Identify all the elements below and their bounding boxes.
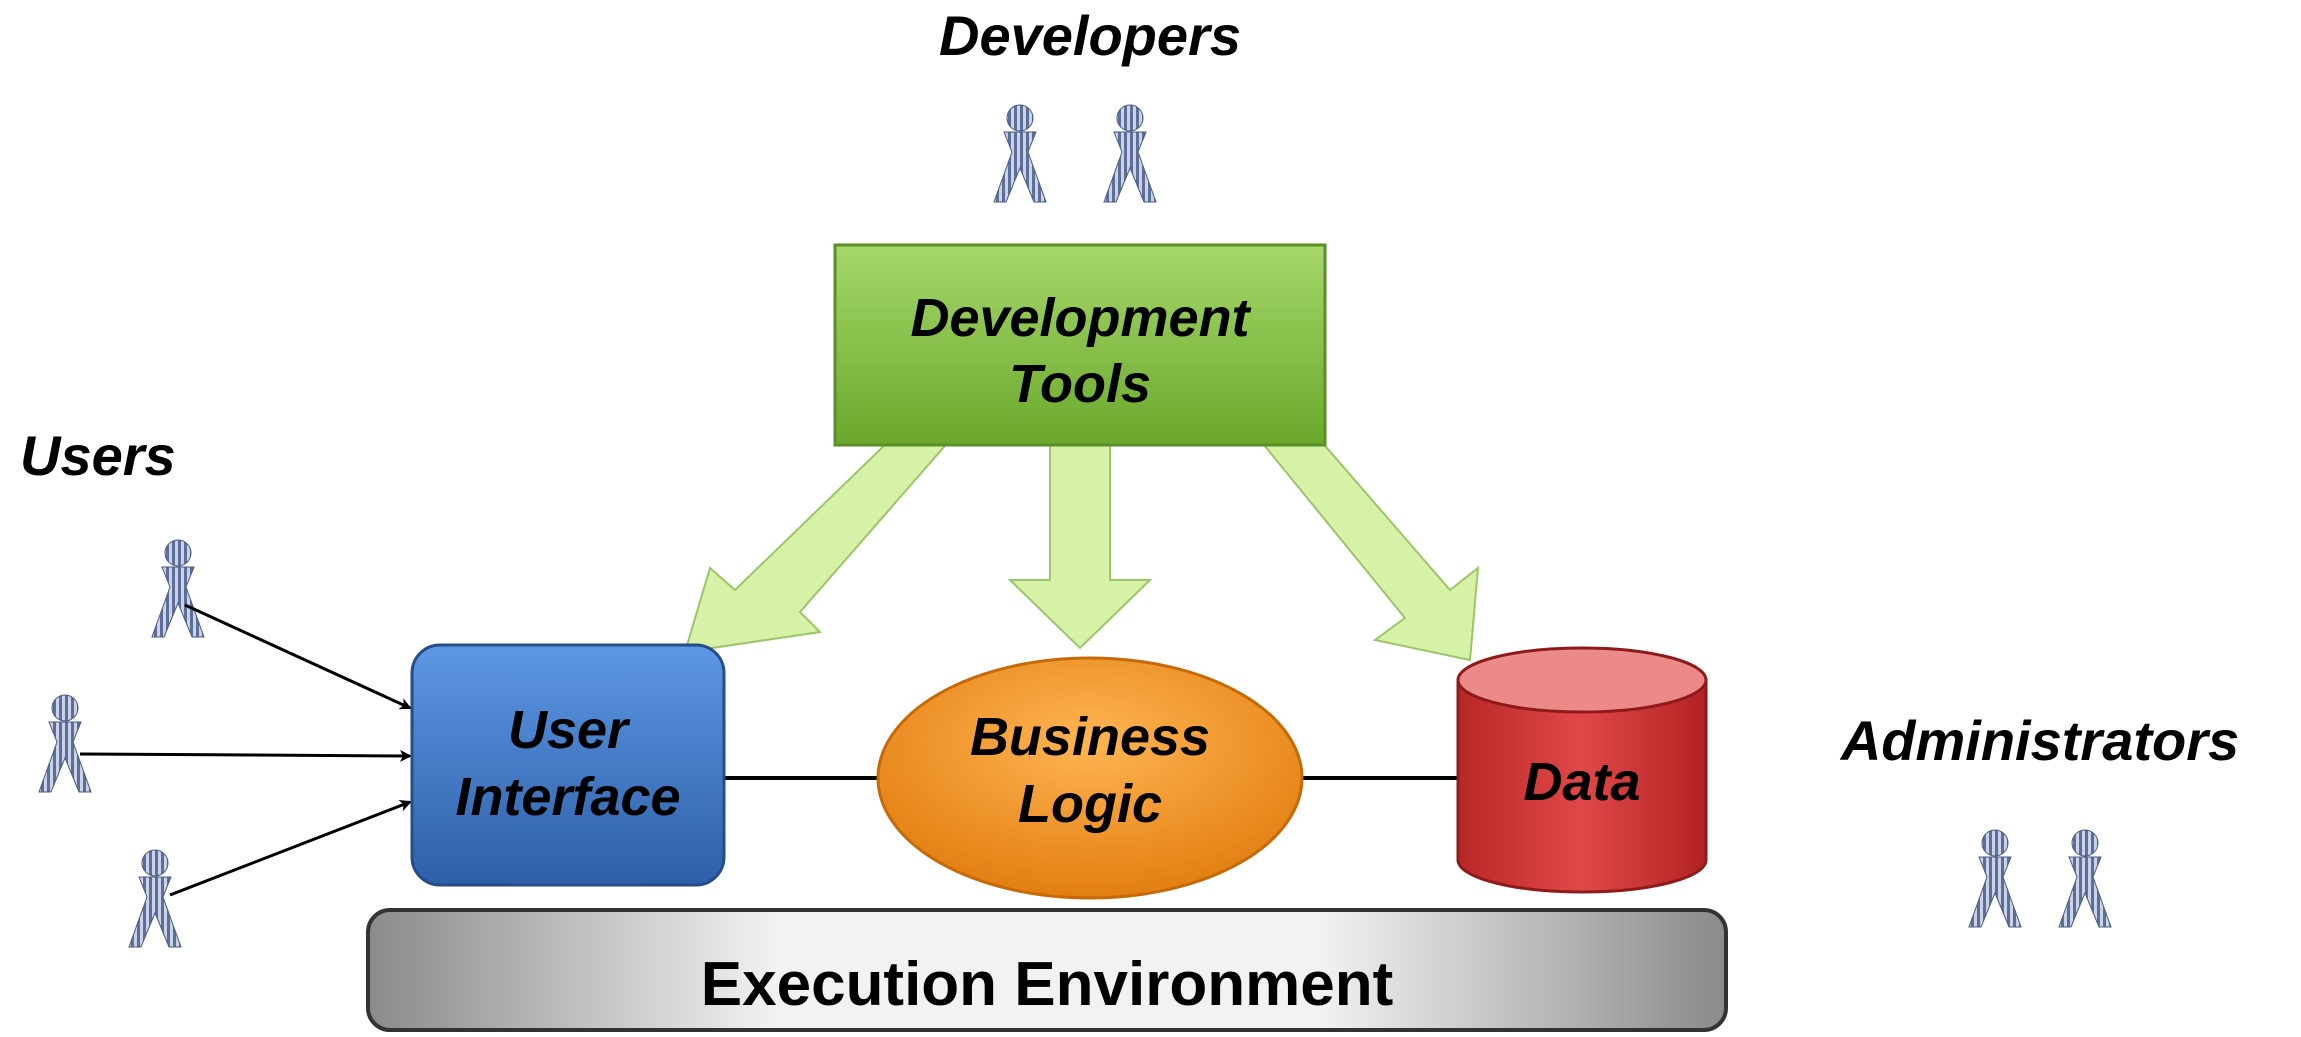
business-logic-label-line1: Business xyxy=(970,707,1210,767)
execution-environment-label: Execution Environment xyxy=(701,950,1393,1019)
execution-environment-bar: Execution Environment xyxy=(366,908,1728,1032)
user-interface-label-line1: User xyxy=(508,700,631,760)
devtools-to-ui-arrow xyxy=(683,439,953,654)
devtools-to-data-arrow xyxy=(1257,439,1480,662)
developer-person-icon xyxy=(1103,104,1157,203)
development-tools-label-line2: Tools xyxy=(1009,354,1151,414)
user-person-icon xyxy=(38,694,92,793)
development-tools-box: Development Tools xyxy=(833,243,1327,447)
user-arrow xyxy=(79,749,412,762)
administrator-person-icon xyxy=(2058,829,2112,928)
business-logic-label-line2: Logic xyxy=(1018,774,1162,834)
users-label: Users xyxy=(20,424,176,487)
user-arrow xyxy=(184,603,412,710)
user-interface-label-line2: Interface xyxy=(455,767,680,827)
user-interface-box: User Interface xyxy=(410,643,726,887)
devtools-to-logic-arrow xyxy=(1007,439,1153,650)
data-cylinder: Data xyxy=(1456,646,1708,894)
development-tools-label-line1: Development xyxy=(910,288,1251,348)
administrator-person-icon xyxy=(1968,829,2022,928)
data-label: Data xyxy=(1523,752,1640,812)
developers-label: Developers xyxy=(939,4,1241,67)
user-person-icon xyxy=(128,849,182,948)
business-logic-ellipse: Business Logic xyxy=(876,656,1304,900)
developer-person-icon xyxy=(993,104,1047,203)
administrators-label: Administrators xyxy=(1839,709,2239,772)
user-person-icon xyxy=(151,539,205,638)
user-arrow xyxy=(169,800,412,897)
